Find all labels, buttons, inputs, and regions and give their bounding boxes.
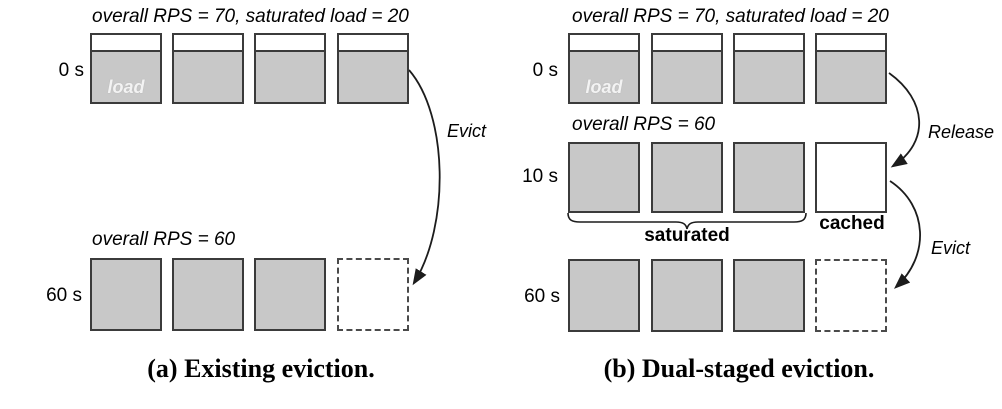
panel-a-evict-label: Evict (447, 121, 487, 141)
panel-a-row0-box-4 (337, 33, 409, 104)
panel-a-row0-box-2 (172, 33, 244, 104)
panel-b-row0-box-4 (815, 33, 887, 104)
free-capacity-strip (735, 35, 803, 52)
panel-b-top-label: overall RPS = 70, saturated load = 20 (572, 6, 889, 27)
evict-arrow-b (889, 180, 921, 289)
panel-b-cached-slot (815, 142, 887, 213)
free-capacity-strip (92, 35, 160, 52)
panel-b-row60-box-3 (733, 259, 805, 332)
panel-b-caption: (b) Dual-staged eviction. (603, 354, 875, 383)
panel-b-time-60s: 60 s (524, 286, 560, 307)
panel-a-evicted-slot (337, 258, 409, 331)
panel-b-cached-label: cached (819, 213, 885, 234)
free-capacity-strip (817, 35, 885, 52)
free-capacity-strip (174, 35, 242, 52)
panel-a-row60-box-3 (254, 258, 326, 331)
load-label: load (107, 77, 145, 97)
panel-a-caption: (a) Existing eviction. (147, 354, 375, 383)
panel-a-time-0s: 0 s (58, 60, 84, 81)
panel-b-saturated-label: saturated (644, 225, 730, 246)
panel-b-row0-box-3 (733, 33, 805, 104)
panel-b-row60-box-1 (568, 259, 640, 332)
panel-a-row0-box-3 (254, 33, 326, 104)
panel-b-row10-box-1 (568, 142, 640, 213)
free-capacity-strip (570, 35, 638, 52)
panel-b-row0-box-2 (651, 33, 723, 104)
free-capacity-strip (339, 35, 407, 52)
panel-a-mid-label: overall RPS = 60 (92, 229, 236, 250)
panel-a-row0-box-1: load (90, 33, 162, 104)
evict-arrow-a (408, 69, 441, 286)
panel-b-mid-label: overall RPS = 60 (572, 114, 716, 135)
free-capacity-strip (653, 35, 721, 52)
panel-a-top-label: overall RPS = 70, saturated load = 20 (92, 6, 409, 27)
release-arrow-b (888, 72, 921, 168)
panel-b-time-0s: 0 s (532, 60, 558, 81)
panel-a-row60-box-2 (172, 258, 244, 331)
load-label: load (585, 77, 623, 97)
panel-a-row60-box-1 (90, 258, 162, 331)
panel-b-row10-box-3 (733, 142, 805, 213)
panel-b-row0-box-1: load (568, 33, 640, 104)
panel-b-row60-box-2 (651, 259, 723, 332)
panel-a-time-60s: 60 s (46, 285, 82, 306)
panel-b-evicted-slot (815, 259, 887, 332)
panel-b-evict-label: Evict (931, 238, 971, 258)
free-capacity-strip (256, 35, 324, 52)
panel-b-release-label: Release (928, 122, 995, 142)
panel-b-row10-box-2 (651, 142, 723, 213)
panel-b-time-10s: 10 s (522, 166, 558, 187)
